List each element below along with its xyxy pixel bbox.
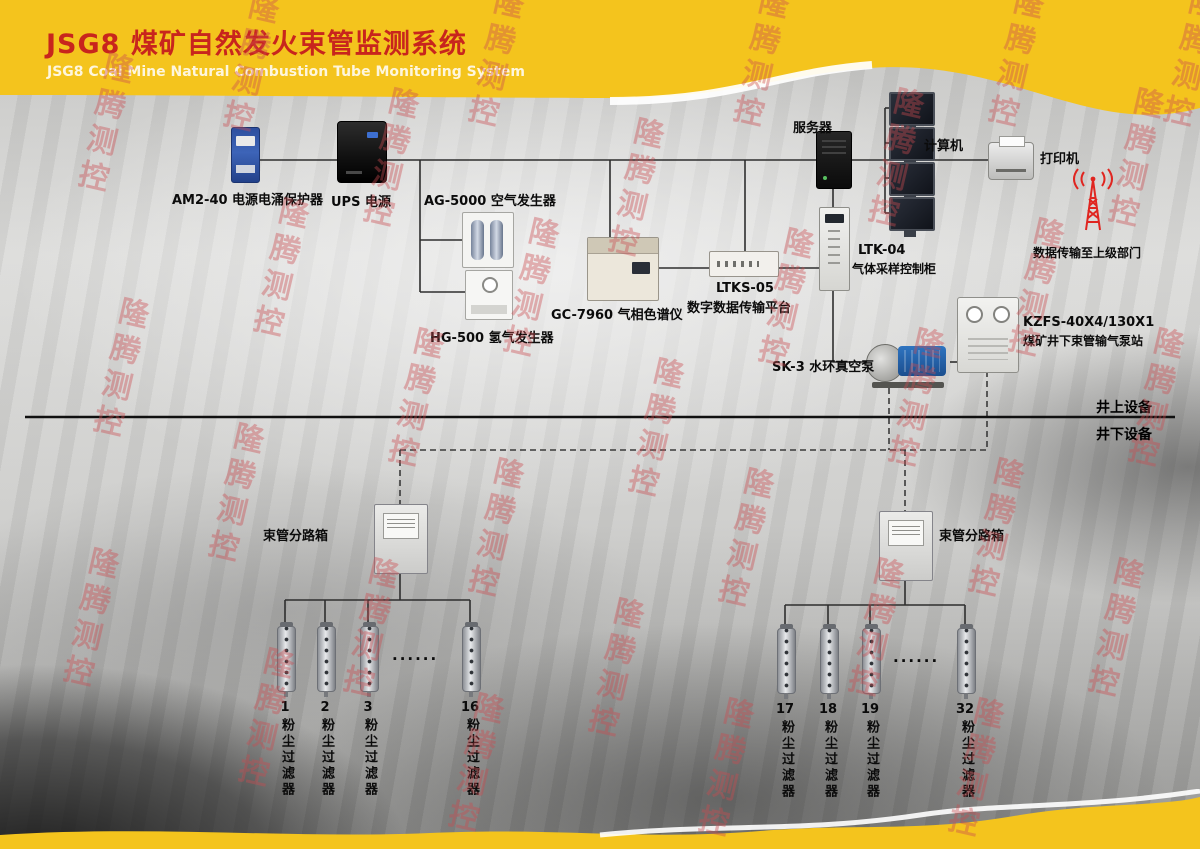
vacuum-pump-device	[866, 336, 950, 388]
surface-equipment-label: 井上设备	[1096, 400, 1152, 416]
dust-filter-device	[277, 622, 296, 697]
dtp-label-2: 数字数据传输平台	[687, 301, 792, 316]
station-label-1: KZFS-40X4/130X1	[1023, 315, 1155, 330]
hydrogen-generator-label: HG-500 氢气发生器	[430, 331, 554, 346]
ups-device	[337, 121, 387, 183]
filter-number: 2	[320, 700, 330, 715]
server-device	[816, 131, 852, 189]
ups-label: UPS 电源	[331, 195, 391, 210]
pump-station-device	[957, 297, 1019, 373]
filter-label: 粉尘过滤器	[822, 720, 837, 800]
filter-number: 3	[363, 700, 373, 715]
underground-equipment-label: 井下设备	[1096, 427, 1152, 443]
dtp-label-1: LTKS-05	[716, 281, 774, 296]
branch-box-right-label: 束管分路箱	[939, 529, 1005, 544]
surge-protector-label: AM2-40 电源电涌保护器	[172, 193, 324, 208]
filter-label: 粉尘过滤器	[279, 718, 294, 798]
data-transmission-platform-device	[709, 251, 779, 277]
filter-label: 粉尘过滤器	[864, 720, 879, 800]
dust-filter-device	[777, 624, 796, 699]
radio-antenna-icon	[1066, 168, 1120, 234]
gas-chromatograph-device	[587, 237, 659, 301]
dust-filter-device	[862, 624, 881, 699]
branch-box-left-label: 束管分路箱	[263, 529, 329, 544]
tube-branch-box-left	[374, 504, 428, 574]
computer-monitor	[889, 127, 935, 167]
air-generator-device	[462, 212, 514, 268]
ellipsis-right: ......	[893, 648, 940, 666]
cabinet-label-2: 气体采样控制柜	[852, 262, 937, 276]
computer-label: 计算机	[924, 139, 964, 154]
dust-filter-device	[957, 624, 976, 699]
dust-filter-device	[462, 622, 481, 697]
pump-motor	[898, 346, 946, 376]
surge-protector-device	[231, 127, 260, 183]
uplink-label: 数据传输至上级部门	[1033, 246, 1142, 260]
computer-monitor	[889, 162, 935, 202]
station-label-2: 煤矿井下束管输气泵站	[1023, 334, 1144, 348]
hydrogen-generator-device	[465, 270, 513, 320]
filter-label: 粉尘过滤器	[362, 718, 377, 798]
pump-label: SK-3 水环真空泵	[772, 360, 875, 375]
filter-number: 16	[460, 700, 480, 715]
gas-sampling-cabinet-device	[819, 207, 850, 291]
air-generator-label: AG-5000 空气发生器	[424, 194, 556, 209]
air-generator-cylinder	[490, 220, 503, 260]
filter-label: 粉尘过滤器	[779, 720, 794, 800]
filter-number: 32	[955, 702, 975, 717]
filter-number: 18	[818, 702, 838, 717]
gauge-icon	[993, 306, 1010, 323]
filter-label: 粉尘过滤器	[319, 718, 334, 798]
dust-filter-device	[317, 622, 336, 697]
filter-number: 1	[280, 700, 290, 715]
filter-number: 17	[775, 702, 795, 717]
cabinet-label-1: LTK-04	[858, 243, 906, 258]
gas-chromatograph-label: GC-7960 气相色谱仪	[551, 308, 683, 323]
gauge-icon	[966, 306, 983, 323]
filter-label: 粉尘过滤器	[959, 720, 974, 800]
filter-label: 粉尘过滤器	[464, 718, 479, 798]
computer-monitor	[889, 92, 935, 132]
ellipsis-left: ......	[392, 646, 439, 664]
tube-branch-box-right	[879, 511, 933, 581]
printer-device	[988, 136, 1034, 180]
dust-filter-device	[820, 624, 839, 699]
dust-filter-device	[360, 622, 379, 697]
filter-number: 19	[860, 702, 880, 717]
air-generator-cylinder	[471, 220, 484, 260]
printer-label: 打印机	[1040, 152, 1080, 167]
pump-base	[872, 382, 944, 388]
computer-monitor	[889, 197, 935, 237]
server-label: 服务器	[793, 121, 833, 136]
